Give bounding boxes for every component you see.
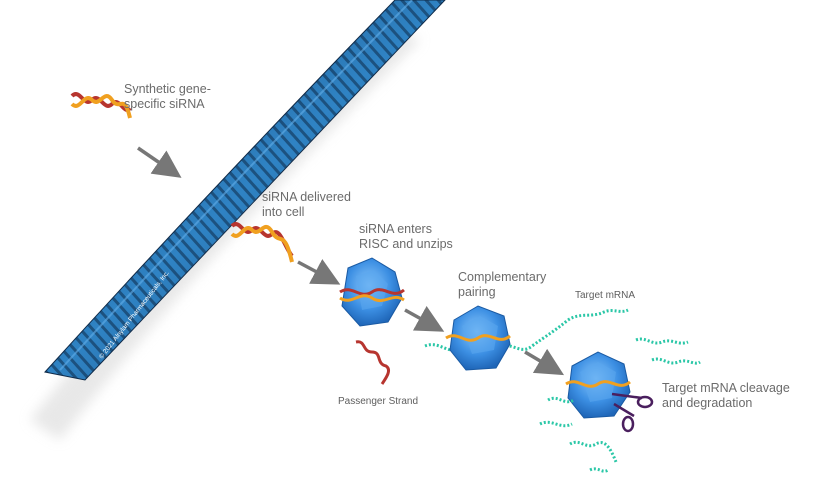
mrna-fragment-1 bbox=[635, 337, 689, 345]
risc-complex-2 bbox=[424, 305, 629, 371]
sirna-duplex-1 bbox=[70, 92, 132, 119]
passenger-strand bbox=[355, 340, 390, 385]
label-delivered: siRNA delivered into cell bbox=[262, 190, 351, 219]
mrna-fragment-6 bbox=[589, 467, 609, 473]
target-mrna-1 bbox=[424, 308, 629, 352]
arrow-1 bbox=[137, 146, 182, 178]
cell-membrane bbox=[44, 0, 446, 381]
label-risc: siRNA enters RISC and unzips bbox=[359, 222, 453, 251]
arrow-2 bbox=[297, 259, 341, 285]
arrow-4 bbox=[524, 348, 565, 376]
label-target-mrna: Target mRNA bbox=[575, 290, 636, 301]
arrow-3 bbox=[404, 305, 445, 332]
label-synthetic-sirna: Synthetic gene- specific siRNA bbox=[124, 82, 211, 111]
sirna-duplex-2 bbox=[230, 222, 294, 263]
scissors-icon bbox=[611, 392, 654, 433]
label-cleavage: Target mRNA cleavage and degradation bbox=[662, 381, 790, 410]
mrna-fragment-4 bbox=[539, 420, 573, 428]
label-pairing: Complementary pairing bbox=[458, 270, 547, 299]
risc-complex-1 bbox=[339, 257, 405, 327]
mrna-fragment-5 bbox=[569, 440, 618, 463]
risc-complex-3 bbox=[539, 337, 701, 473]
process-arrows bbox=[137, 146, 565, 376]
label-passenger-strand: Passenger Strand bbox=[338, 396, 419, 407]
mrna-fragment-3 bbox=[547, 396, 575, 404]
mrna-fragment-2 bbox=[651, 357, 701, 365]
membrane-shadow bbox=[30, 30, 420, 440]
